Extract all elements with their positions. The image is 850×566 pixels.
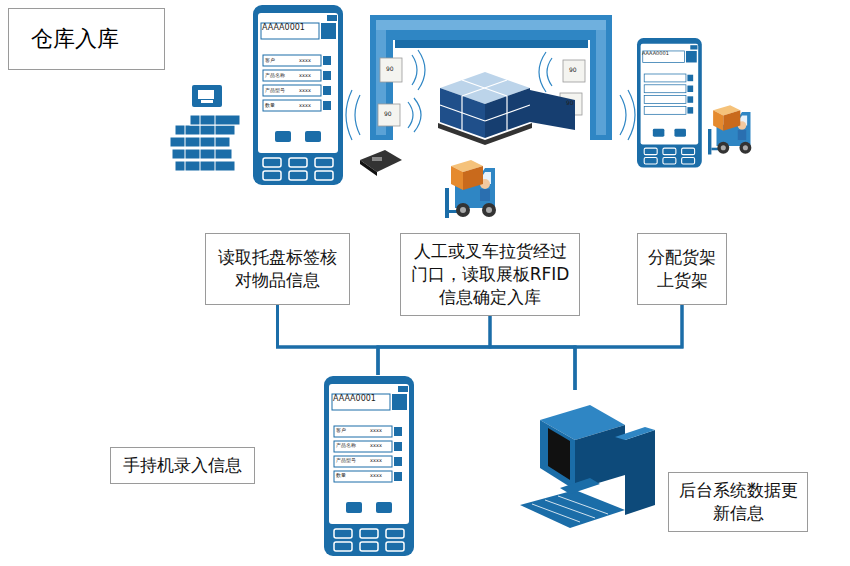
screen-label: 产品名称 bbox=[336, 443, 356, 448]
screen-label: 客户 bbox=[265, 58, 275, 63]
box-text: 读取托盘标签核对物品信息 bbox=[214, 246, 341, 292]
process-box: 读取托盘标签核对物品信息 bbox=[205, 233, 350, 305]
screen-label: xxxx bbox=[299, 73, 311, 78]
screen-label: xxxx bbox=[370, 458, 382, 463]
screen-label: AAAA0001 bbox=[642, 51, 669, 56]
screen-label: xxxx bbox=[299, 58, 311, 63]
label-box: 后台系统数据更新信息 bbox=[668, 472, 808, 532]
screen-label: AAAA0001 bbox=[262, 24, 305, 32]
screen-label: 产品型号 bbox=[265, 88, 285, 93]
process-box: 分配货架上货架 bbox=[637, 233, 727, 305]
screen-label: 产品型号 bbox=[336, 458, 356, 463]
connector bbox=[575, 305, 682, 390]
connector bbox=[378, 316, 490, 375]
screen-label: 90 bbox=[566, 100, 574, 106]
screen-label: AAAA0001 bbox=[333, 395, 376, 403]
screen-label: 90 bbox=[384, 111, 392, 117]
screen-label: 客户 bbox=[336, 428, 346, 433]
process-box: 人工或叉车拉货经过门口，读取展板RFID信息确定入库 bbox=[400, 233, 580, 316]
screen-label: 90 bbox=[569, 67, 577, 73]
diagram-title: 仓库入库 bbox=[8, 8, 165, 70]
connector bbox=[490, 316, 575, 390]
screen-label: xxxx bbox=[370, 473, 382, 478]
process-box: 后台系统数据更新信息 bbox=[500, 390, 810, 530]
screen-label: xxxx bbox=[370, 428, 382, 433]
screen-label: xxxx bbox=[299, 103, 311, 108]
screen-label: 数量 bbox=[336, 473, 346, 478]
box-text: 人工或叉车拉货经过门口，读取展板RFID信息确定入库 bbox=[409, 240, 571, 309]
label-box: 手持机录入信息 bbox=[110, 447, 255, 484]
box-text: 后台系统数据更新信息 bbox=[677, 479, 799, 525]
screen-label: 数量 bbox=[265, 103, 275, 108]
screen-label: xxxx bbox=[370, 443, 382, 448]
connector bbox=[278, 305, 379, 375]
box-text: 手持机录入信息 bbox=[123, 454, 242, 477]
screen-label: xxxx bbox=[299, 88, 311, 93]
screen-label: 产品名称 bbox=[265, 73, 285, 78]
box-text: 分配货架上货架 bbox=[646, 246, 718, 292]
screen-label: 90 bbox=[386, 66, 394, 72]
